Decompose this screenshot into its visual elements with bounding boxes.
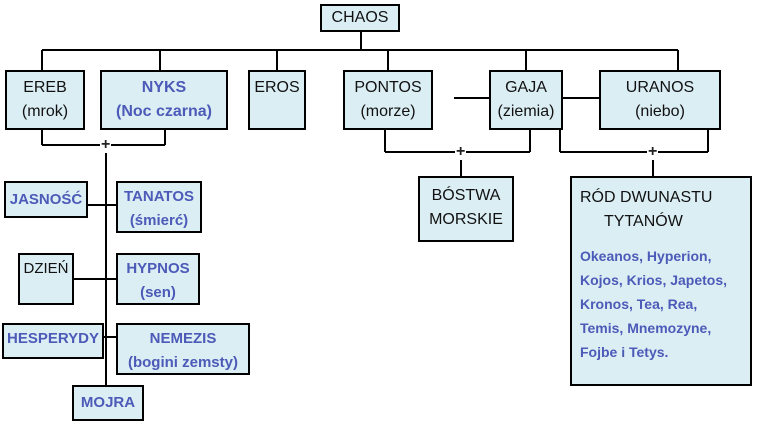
node-uranos-note: (niebo) (635, 103, 685, 120)
plus-gaja-uranos: + (647, 143, 659, 160)
node-uranos-name: URANOS (625, 79, 695, 96)
node-jasnosc-label: JASNOŚĆ (9, 191, 83, 208)
node-gaja-name: GAJA (505, 79, 547, 96)
node-nyks: NYKS (Noc czarna) (100, 70, 228, 130)
node-hesperydy-label: HESPERYDY (7, 330, 99, 347)
titans-line: Temis, Mnemozyne, (580, 320, 712, 336)
node-dzien-label: DZIEŃ (23, 260, 69, 277)
node-gaja: GAJA (ziemia) (489, 70, 563, 130)
node-nyks-name: NYKS (141, 79, 187, 96)
node-eros-label: EROS (254, 79, 300, 96)
node-tytani-line2: TYTANÓW (604, 213, 683, 230)
node-eros: EROS (248, 70, 306, 130)
node-ereb: EREB (mrok) (5, 70, 85, 130)
node-nemezis-note: (bogini zemsty) (127, 354, 238, 371)
node-tanatos: TANATOS (śmierć) (116, 181, 202, 233)
node-chaos-label: CHAOS (331, 9, 389, 26)
node-dzien: DZIEŃ (18, 253, 74, 305)
node-jasnosc: JASNOŚĆ (4, 181, 88, 218)
node-uranos: URANOS (niebo) (599, 70, 721, 130)
node-hesperydy: HESPERYDY (2, 323, 104, 359)
node-nemezis: NEMEZIS (bogini zemsty) (116, 323, 250, 375)
plus-ereb-nyks: + (100, 136, 112, 153)
plus-pontos-gaja: + (455, 143, 467, 160)
node-bostwa-line2: MORSKIE (429, 211, 503, 228)
node-hypnos-note: (sen) (140, 284, 176, 301)
node-nyks-note: (Noc czarna) (115, 103, 213, 120)
node-tanatos-name: TANATOS (124, 188, 194, 205)
node-pontos-note: (morze) (360, 103, 416, 120)
node-pontos: PONTOS (morze) (343, 70, 433, 130)
titans-list: Okeanos, Hyperion, Kojos, Krios, Japetos… (572, 244, 750, 364)
node-mojra: MOJRA (72, 385, 144, 421)
titans-line: Okeanos, Hyperion, (580, 248, 712, 264)
node-ereb-note: (mrok) (21, 103, 69, 120)
node-tytani: RÓD DWUNASTU TYTANÓW Okeanos, Hyperion, … (570, 176, 752, 386)
titans-line: Kojos, Krios, Japetos, (580, 272, 728, 288)
node-nemezis-name: NEMEZIS (149, 330, 217, 347)
node-hypnos-name: HYPNOS (126, 260, 190, 277)
node-hypnos: HYPNOS (sen) (116, 253, 200, 305)
node-gaja-note: (ziemia) (497, 103, 555, 120)
node-tytani-line1: RÓD DWUNASTU (580, 189, 713, 206)
titans-line: Fojbe i Tetys. (580, 344, 669, 360)
node-chaos: CHAOS (320, 4, 400, 32)
node-pontos-name: PONTOS (354, 79, 422, 96)
node-bostwa-line1: BÓSTWA (431, 187, 501, 204)
node-tanatos-note: (śmierć) (129, 212, 189, 229)
node-bostwa-morskie: BÓSTWA MORSKIE (418, 176, 514, 242)
titans-line: Kronos, Tea, Rea, (580, 296, 698, 312)
node-mojra-label: MOJRA (80, 394, 136, 411)
node-ereb-name: EREB (23, 79, 67, 96)
